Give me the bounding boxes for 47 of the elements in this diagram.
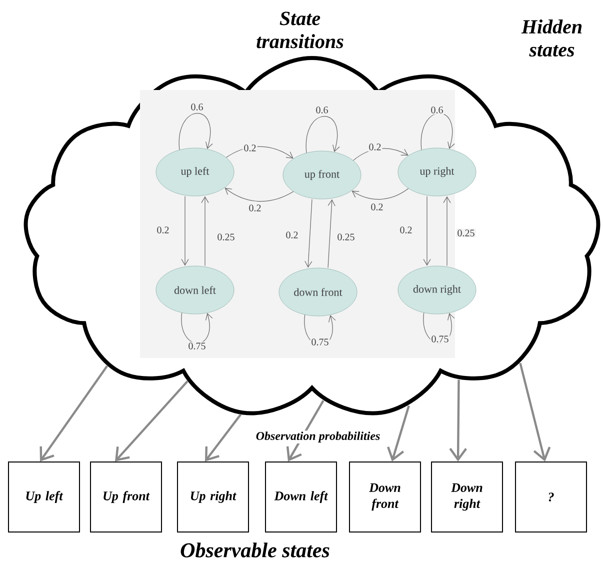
observation-box: Down left bbox=[265, 462, 337, 532]
arrow bbox=[181, 312, 213, 344]
arrow bbox=[420, 113, 455, 150]
edge-label: 0.2 bbox=[242, 144, 258, 152]
arrow bbox=[352, 148, 408, 161]
observation-box: Down front bbox=[349, 462, 421, 532]
observation-box: Up front bbox=[90, 462, 162, 532]
edge-label: 0.25 bbox=[456, 228, 476, 238]
observation-label: Observation probabilities bbox=[254, 430, 382, 444]
edge-label: 0.2 bbox=[156, 226, 170, 234]
edge-label: 0.2 bbox=[398, 226, 414, 234]
edge-label: 0.2 bbox=[368, 142, 382, 152]
arrow bbox=[178, 113, 213, 150]
cloud-title: State transitions bbox=[256, 12, 344, 48]
arrow bbox=[423, 196, 431, 266]
edge-label: 0.75 bbox=[310, 338, 330, 346]
arrow bbox=[224, 188, 294, 202]
arrow bbox=[40, 365, 108, 462]
arrow bbox=[387, 405, 410, 462]
cloud-title: Hidden states bbox=[521, 19, 582, 57]
observation-box: ? bbox=[515, 462, 587, 532]
caption-label: Observable states bbox=[179, 542, 331, 558]
arrow bbox=[519, 362, 551, 462]
arrow bbox=[306, 116, 340, 154]
edge-label: 0.6 bbox=[314, 106, 330, 114]
edge-label: 0.6 bbox=[190, 102, 204, 112]
edge-label: 0.75 bbox=[187, 342, 207, 350]
arrow bbox=[226, 146, 294, 158]
edge-label: 0.2 bbox=[248, 204, 262, 212]
edge-label: 0.75 bbox=[430, 334, 450, 344]
edge-label: 0.6 bbox=[430, 106, 444, 114]
arrow bbox=[115, 380, 188, 462]
arrow bbox=[205, 414, 242, 462]
edge-label: 0.2 bbox=[370, 202, 384, 212]
arrow bbox=[443, 196, 451, 266]
arrow bbox=[201, 196, 209, 266]
arrow bbox=[304, 198, 312, 268]
edge-label: 0.2 bbox=[284, 230, 300, 240]
arrow bbox=[352, 188, 409, 200]
edge-label: 0.25 bbox=[336, 232, 356, 242]
observation-box: Up right bbox=[177, 462, 249, 532]
arrow bbox=[181, 196, 189, 266]
edge-label: 0.25 bbox=[216, 232, 236, 242]
observation-box: Up left bbox=[8, 462, 80, 532]
arrow bbox=[449, 380, 467, 462]
arrow bbox=[328, 199, 336, 268]
observation-box: Down right bbox=[431, 462, 503, 532]
